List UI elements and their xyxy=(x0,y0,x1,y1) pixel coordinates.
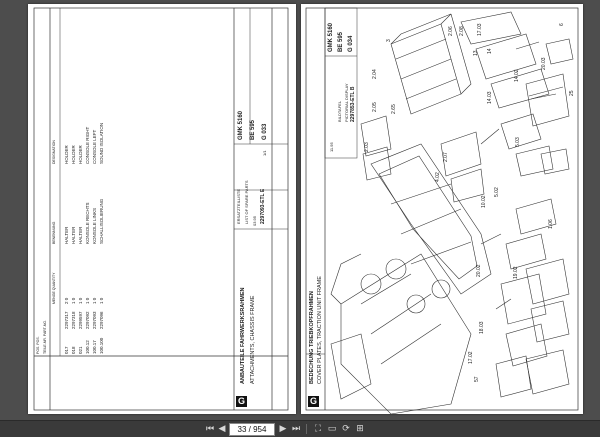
tb-list-en: LIST OF SPARE PARTS xyxy=(244,180,249,225)
zoom-icon[interactable]: ⛶ xyxy=(314,424,322,434)
callout-label: 2.08 xyxy=(459,26,465,36)
row-part: 2297096 xyxy=(99,311,104,329)
row-de: KONSOLE LINKS xyxy=(92,207,97,244)
callout-label: 2.03 xyxy=(364,142,370,152)
callout-label: 4.02 xyxy=(435,172,441,182)
first-page-icon[interactable]: ⏮ xyxy=(205,424,215,434)
row-qty: 1 0 xyxy=(99,297,104,304)
callout-label: 2.05 xyxy=(372,102,378,112)
tb-group: G 033 xyxy=(262,123,268,140)
row-en: HOLDER xyxy=(64,145,69,164)
row-part: 2297093 xyxy=(92,311,97,329)
tb-sheet: 1/1 xyxy=(262,150,267,156)
row-pos: 021 xyxy=(78,346,83,354)
title-de: ANBAUTEILE FAHRWERKSRAHMEN xyxy=(240,287,246,384)
header-benennung: BENENNUNG xyxy=(52,221,56,244)
callout-label: 5.02 xyxy=(494,187,500,197)
row-en: HOLDER xyxy=(71,145,76,164)
row-de: HALTER xyxy=(71,226,76,244)
next-page-icon[interactable]: ▶ xyxy=(279,424,287,434)
logo-g-icon: G xyxy=(308,396,319,407)
callout-label: 19.02 xyxy=(513,266,519,279)
callout-label: 17.02 xyxy=(468,351,474,364)
callout-label: 2.04 xyxy=(372,69,378,79)
row-part: 2297092 xyxy=(85,311,90,329)
row-pos: 017 xyxy=(64,346,69,354)
title-block-frame xyxy=(324,7,358,159)
row-qty: 1 0 xyxy=(78,297,83,304)
parts-list-page: POS. POS. TEILE-NR. PART-NO. MENGE QUANT… xyxy=(28,4,296,414)
row-de: HALTER xyxy=(64,226,69,244)
row-part: 2297317 xyxy=(64,311,69,329)
row-qty: 1 0 xyxy=(85,297,90,304)
header-part-no: TEILE-NR. PART-NO. xyxy=(43,319,47,354)
callout-label: 6 xyxy=(559,23,565,26)
parts-list-frame xyxy=(33,7,289,411)
callout-label: 17.03 xyxy=(477,23,483,36)
row-pos: 018 xyxy=(71,346,76,354)
logo-g-icon: G xyxy=(236,396,247,407)
callout-label: 2.07 xyxy=(443,152,449,162)
callout-label: 57 xyxy=(474,376,480,382)
previous-page-icon[interactable]: ◀ xyxy=(218,424,226,434)
callout-label: 3 xyxy=(386,39,392,42)
header-pos: POS. POS. xyxy=(36,336,40,354)
callout-label: 5.03 xyxy=(515,137,521,147)
callout-label: 1.06 xyxy=(548,219,554,229)
rotate-icon[interactable]: ⟳ xyxy=(342,424,350,434)
callout-label: 20.02 xyxy=(476,264,482,277)
row-en: CONSOLE LEFT xyxy=(92,129,97,164)
tb-variant: BE 595 xyxy=(250,119,256,140)
callout-label: 2.65 xyxy=(391,104,397,114)
page-number-input[interactable]: 33 / 954 xyxy=(229,423,275,436)
last-page-icon[interactable]: ⏭ xyxy=(291,424,301,434)
callout-label: 10.02 xyxy=(481,195,487,208)
row-part: 2299597 xyxy=(78,311,83,329)
tb-date: 03.95 xyxy=(252,215,257,226)
row-pos: 100.12 xyxy=(85,340,90,354)
pictorial-page: G BEDECHUNG TRIEBKOPFRAHMEN COVER PLATES… xyxy=(301,4,583,414)
tb-model: GMK 5160 xyxy=(238,110,244,140)
header-quantity: MENGE QUANTITY xyxy=(52,272,56,304)
callout-label: 25 xyxy=(569,90,575,96)
tb-list-de: ERSATZTEILLISTE xyxy=(236,188,241,224)
exploded-view-drawing xyxy=(330,11,574,414)
row-de: SCHALLISOLIERUNG xyxy=(99,198,104,244)
row-pos: 100.100 xyxy=(99,337,104,354)
row-de: KONSOLE RECHTS xyxy=(85,202,90,244)
callout-label: 13 xyxy=(473,50,479,56)
pdf-toolbar: ⏮ ◀ 33 / 954 ▶ ⏭ ⛶ ▭ ⟳ ⊞ xyxy=(0,420,600,437)
row-en: HOLDER xyxy=(78,145,83,164)
callout-label: 20.03 xyxy=(541,57,547,70)
separator xyxy=(306,424,307,434)
row-qty: 1 0 xyxy=(92,297,97,304)
row-pos: 100.17 xyxy=(92,340,97,354)
callout-label: 18.03 xyxy=(479,321,485,334)
row-part: 2297318 xyxy=(71,311,76,329)
row-qty: 2 0 xyxy=(64,297,69,304)
tb-doc: 2297093-ETL E xyxy=(260,188,266,224)
row-de: HALTER xyxy=(78,226,83,244)
callout-label: 2.06 xyxy=(448,26,454,36)
header-designation: DESIGNATION xyxy=(52,140,56,164)
callout-label: 14 xyxy=(487,48,493,54)
row-en: SOUND ISOLATION xyxy=(99,122,104,164)
callout-label: 14.03 xyxy=(487,91,493,104)
row-qty: 1 0 xyxy=(71,297,76,304)
thumbnails-icon[interactable]: ⊞ xyxy=(356,424,364,434)
title-en: ATTACHMENTS, CHASSIS FRAME xyxy=(250,295,256,384)
row-en: CONSOLE RIGHT xyxy=(85,126,90,164)
callout-label: 14.02 xyxy=(514,69,520,82)
fit-page-icon[interactable]: ▭ xyxy=(327,424,337,434)
